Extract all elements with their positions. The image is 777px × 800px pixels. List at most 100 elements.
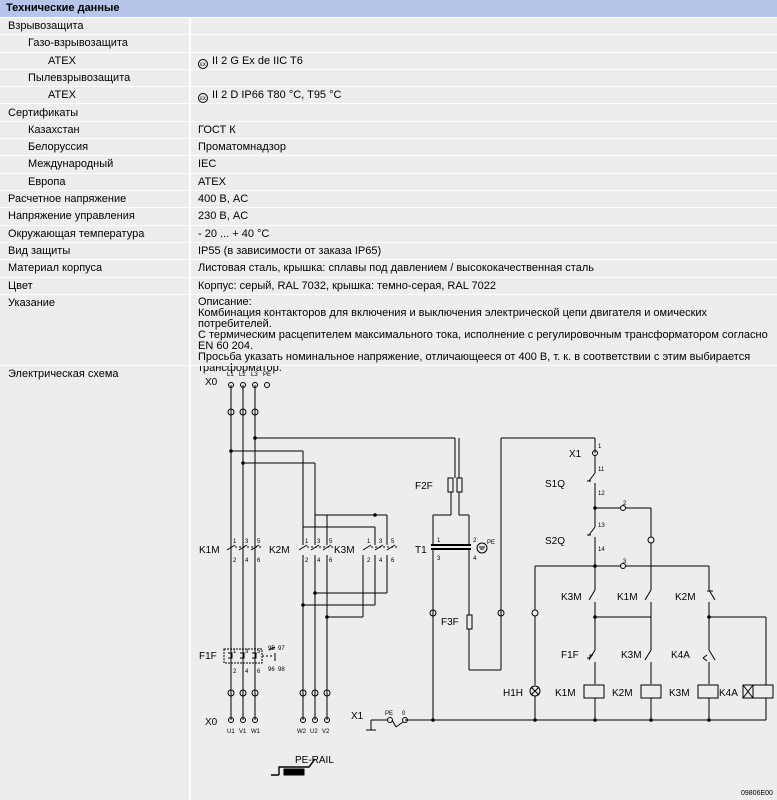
terminal-num: 6 bbox=[257, 558, 261, 564]
label-u2: U2 bbox=[310, 729, 318, 735]
terminal-num: 6 bbox=[391, 558, 395, 564]
row-divider bbox=[0, 294, 777, 295]
label-x0-bottom: X0 bbox=[205, 717, 218, 728]
spec-row: Международный IEC bbox=[0, 156, 777, 173]
terminal-num: 4 bbox=[317, 558, 321, 564]
label-k2m-contact: K2M bbox=[675, 592, 696, 603]
terminal-num: 4 bbox=[473, 556, 477, 562]
label-l3: L3 bbox=[251, 372, 258, 378]
note-line: трансформатор. bbox=[198, 362, 282, 374]
spec-value: - 20 ... + 40 °C bbox=[198, 228, 269, 240]
spec-value-text: ATEX bbox=[198, 175, 226, 188]
label-h1h: H1H bbox=[503, 688, 523, 699]
row-divider bbox=[0, 103, 777, 104]
spec-value: 230 В, AC bbox=[198, 210, 248, 222]
spec-row: ATEX εx II 2 D IP66 T80 °C, T95 °C bbox=[0, 87, 777, 104]
terminal-num: 2 bbox=[367, 558, 371, 564]
terminal-num: 4 bbox=[379, 558, 383, 564]
label-w1: W1 bbox=[251, 729, 261, 735]
terminal-num: 6 bbox=[329, 558, 333, 564]
label-l2: L2 bbox=[239, 372, 246, 378]
row-divider bbox=[0, 207, 777, 208]
row-divider bbox=[0, 365, 777, 366]
spec-row: Окружающая температура- 20 ... + 40 °C bbox=[0, 226, 777, 243]
spec-value: Корпус: серый, RAL 7032, крышка: темно-с… bbox=[198, 280, 496, 292]
spec-value: IEC bbox=[198, 158, 216, 170]
row-divider bbox=[0, 190, 777, 191]
spec-label: Сертификаты bbox=[8, 106, 79, 119]
spec-value: εx II 2 D IP66 T80 °C, T95 °C bbox=[198, 89, 342, 104]
spec-label: ATEX bbox=[48, 89, 76, 102]
section-title: Технические данные bbox=[6, 2, 120, 14]
row-divider bbox=[0, 277, 777, 278]
ex-mark-icon: εx bbox=[198, 93, 208, 104]
spec-label: Казахстан bbox=[28, 123, 80, 136]
note-text: Описание: Комбинация контакторов для вкл… bbox=[198, 297, 773, 374]
row-divider bbox=[0, 69, 777, 70]
label-v1: V1 bbox=[239, 729, 247, 735]
spec-value-text: ГОСТ К bbox=[198, 123, 236, 136]
terminal-num: 4 bbox=[245, 558, 249, 564]
label-t1: T1 bbox=[415, 545, 427, 556]
transformer-t1 bbox=[431, 515, 488, 720]
label-k4a-coil: K4A bbox=[719, 688, 738, 699]
terminal-num: 3 bbox=[379, 539, 383, 545]
terminal-num: 14 bbox=[598, 547, 605, 553]
label-k1m: K1M bbox=[199, 545, 220, 556]
terminal-num: 6 bbox=[257, 669, 261, 675]
terminal-num: 1 bbox=[437, 538, 441, 544]
spec-row: Казахстан ГОСТ К bbox=[0, 122, 777, 139]
spec-label: Газо-взрывозащита bbox=[28, 37, 128, 50]
label-x0: X0 bbox=[205, 377, 218, 388]
note-line: Просьба указать номинальное напряжение, … bbox=[198, 351, 751, 363]
ex-mark-icon: εx bbox=[198, 58, 208, 69]
spec-value-text: Проматомнадзор bbox=[198, 141, 286, 154]
spec-value-text: II 2 D IP66 T80 °C, T95 °C bbox=[212, 89, 342, 102]
spec-value: Проматомнадзор bbox=[198, 141, 286, 153]
spec-label: Европа bbox=[28, 175, 66, 188]
spec-value-text: - 20 ... + 40 °C bbox=[198, 227, 270, 240]
spec-label: ATEX bbox=[48, 54, 76, 67]
terminal-num: 2 bbox=[233, 669, 237, 675]
spec-label: Расчетное напряжение bbox=[8, 193, 127, 205]
row-divider bbox=[0, 34, 777, 35]
spec-value-text: IEC bbox=[198, 158, 217, 171]
spec-label: Взрывозащита bbox=[8, 20, 84, 32]
row-divider bbox=[0, 225, 777, 226]
terminal-num: 2 bbox=[473, 538, 477, 544]
note-line: Описание: bbox=[198, 296, 252, 308]
label-f1f-contact: F1F bbox=[561, 650, 579, 661]
row-divider bbox=[0, 242, 777, 243]
label-w2: W2 bbox=[297, 729, 307, 735]
spec-value-text: 230 В, AC bbox=[198, 210, 249, 223]
terminal-num: 1 bbox=[233, 649, 237, 655]
drawing-code: 09806E00 bbox=[741, 790, 773, 797]
label-pe-t1: PE bbox=[487, 540, 495, 546]
label-k3m-contact-2: K3M bbox=[621, 650, 642, 661]
label-k3m: K3M bbox=[334, 545, 355, 556]
terminal-num: 11 bbox=[598, 467, 605, 473]
terminal-num: 13 bbox=[598, 523, 605, 529]
label-k3m-coil: K3M bbox=[669, 688, 690, 699]
terminal-num: 1 bbox=[367, 539, 371, 545]
note-line: С термическим расцепителем максимального… bbox=[198, 329, 768, 341]
spec-row: Сертификаты bbox=[0, 105, 777, 122]
terminal-num: 12 bbox=[598, 491, 605, 497]
spec-row: Газо-взрывозащита bbox=[0, 35, 777, 52]
row-divider bbox=[0, 121, 777, 122]
terminal-num: 3 bbox=[245, 649, 249, 655]
label-v2: V2 bbox=[322, 729, 330, 735]
row-divider bbox=[0, 138, 777, 139]
spec-row: Европа ATEX bbox=[0, 174, 777, 191]
terminal-num: 5 bbox=[257, 539, 261, 545]
note-label: Указание bbox=[8, 297, 56, 309]
spec-value: ATEX bbox=[198, 176, 226, 188]
spec-label: Международный bbox=[28, 158, 114, 171]
label-pe-bottom: PE bbox=[385, 711, 393, 717]
label-x1-bottom: X1 bbox=[351, 711, 364, 722]
label-k2m: K2M bbox=[269, 545, 290, 556]
spec-value-text: Корпус: серый, RAL 7032, крышка: темно-с… bbox=[198, 279, 496, 292]
schema-row: Электрическая схема bbox=[0, 366, 777, 386]
